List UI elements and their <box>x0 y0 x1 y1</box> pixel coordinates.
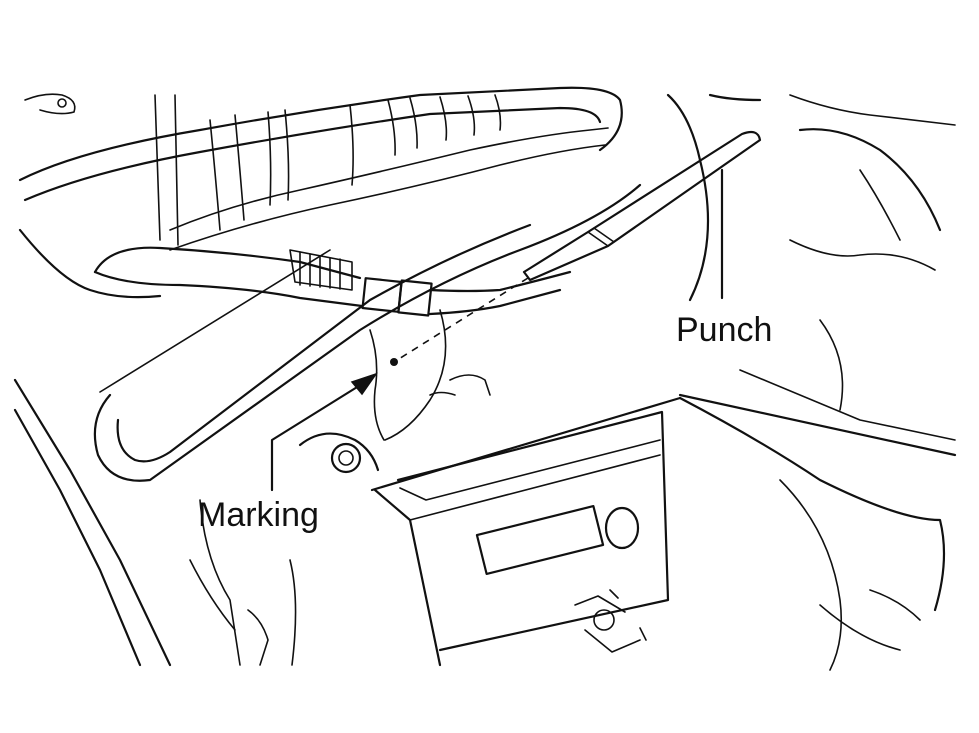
punch-alignment-line <box>393 277 529 363</box>
punch-tool <box>522 130 762 282</box>
harness-connector <box>93 246 572 317</box>
background-linework <box>13 86 957 671</box>
punch-label: Punch <box>676 311 773 349</box>
marking-point <box>390 358 398 366</box>
marking-label: Marking <box>198 496 319 534</box>
marking-leader-arrow <box>270 372 378 492</box>
